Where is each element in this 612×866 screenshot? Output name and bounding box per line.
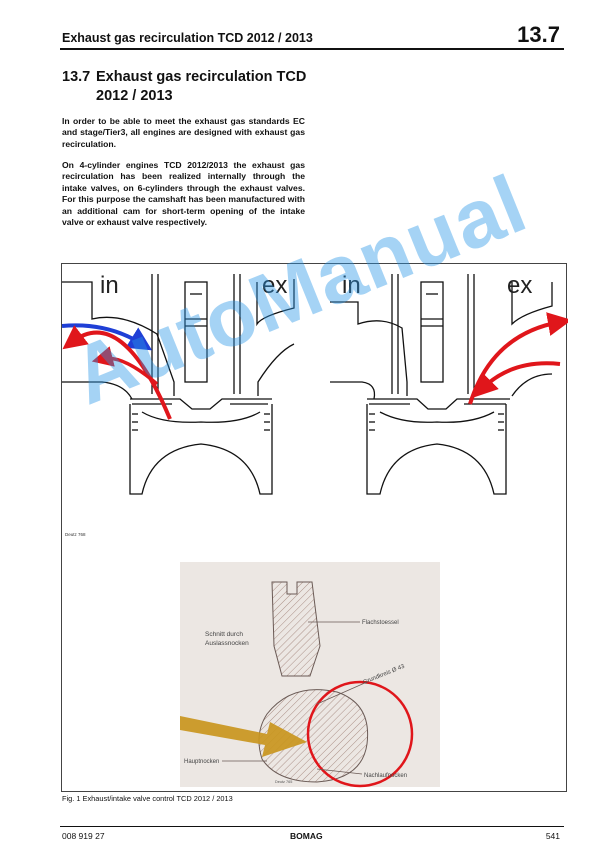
cam-label-main-cam: Hauptnocken bbox=[184, 759, 219, 765]
cam-label-tappet: Flachstoessel bbox=[362, 620, 399, 626]
right-label-in: in bbox=[342, 272, 361, 299]
right-label-ex: ex bbox=[507, 272, 532, 299]
section-heading-number: 13.7 bbox=[62, 69, 91, 85]
header-section-number: 13.7 bbox=[517, 22, 560, 47]
cam-label-section-line1: Schnitt durch bbox=[205, 631, 243, 638]
left-red-return-arrow bbox=[62, 325, 172, 420]
cam-detail-diagram bbox=[180, 562, 440, 788]
section-heading-line1: Exhaust gas recirculation TCD bbox=[96, 69, 307, 85]
header-title: Exhaust gas recirculation TCD 2012 / 201… bbox=[62, 31, 313, 45]
body-paragraph-1: In order to be able to meet the exhaust … bbox=[62, 116, 305, 149]
right-red-return-arrow bbox=[473, 361, 561, 398]
left-label-in: in bbox=[100, 272, 119, 299]
left-red-inner-arrow bbox=[91, 346, 159, 386]
footer-page-number: 541 bbox=[545, 831, 560, 841]
figure-ref-top: Deutz 768 bbox=[65, 532, 86, 537]
left-label-ex: ex bbox=[262, 272, 287, 299]
section-heading-line2: 2012 / 2013 bbox=[96, 88, 173, 104]
footer-doc-number: 008 919 27 bbox=[62, 831, 105, 841]
body-paragraph-2: On 4-cylinder engines TCD 2012/2013 the … bbox=[62, 160, 305, 228]
section-heading: 13.7 Exhaust gas recirculation TCD 2012 /… bbox=[62, 68, 322, 106]
cam-ref: Deutz 765 bbox=[275, 780, 292, 784]
footer-brand: BOMAG bbox=[290, 831, 323, 841]
figure-frame: in ex bbox=[61, 263, 568, 792]
footer-rule bbox=[60, 826, 564, 827]
header-rule bbox=[60, 48, 564, 50]
cam-label-auxiliary-cam: Nachlaufnocken bbox=[364, 773, 407, 779]
figure-caption: Fig. 1 Exhaust/intake valve control TCD … bbox=[62, 794, 233, 803]
cam-label-section-line2: Auslassnocken bbox=[205, 640, 249, 647]
